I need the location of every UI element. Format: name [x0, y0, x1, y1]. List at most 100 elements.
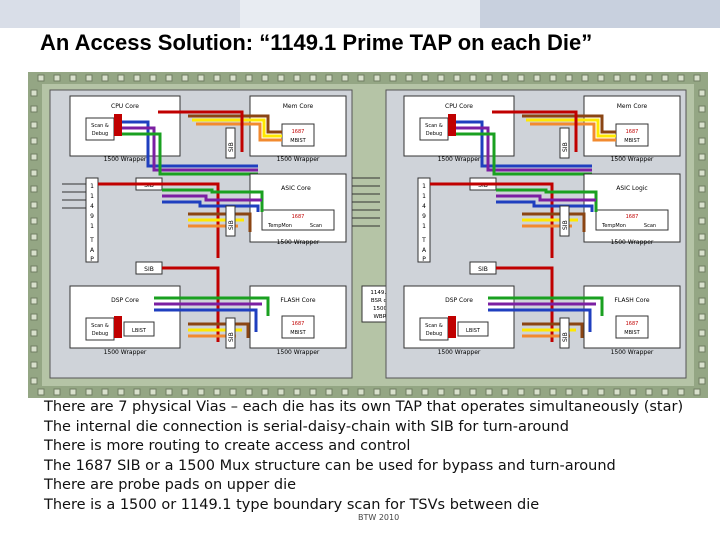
bullet-5: There are probe pads on upper die: [44, 477, 297, 493]
board-pad-75: [629, 388, 637, 396]
left-dsp-core-label: DSP Core: [111, 297, 139, 304]
right-mem-1687: 1687: [626, 129, 639, 135]
board-pad-85: [698, 89, 706, 97]
right-tap-column: 1 1 4 9 1 T A P: [417, 177, 431, 263]
right-dsp-wrapper: 1500 Wrapper: [438, 349, 481, 356]
board-pad-115: [698, 329, 706, 337]
left-asic-wrapper: 1500 Wrapper: [277, 239, 320, 246]
board-pad-8: [101, 74, 109, 82]
bypass-line-4: WBR: [373, 314, 386, 320]
left-cpu-scan-label: Scan &: [91, 123, 109, 129]
left-mid-vsib: [225, 205, 236, 237]
board-pad-76: [645, 74, 653, 82]
left-tap-3: 4: [90, 203, 94, 210]
right-tap-4: 9: [422, 213, 426, 220]
board-pad-2: [53, 74, 61, 82]
board-pad-89: [698, 121, 706, 129]
right-low-sib-label: SIB: [478, 266, 488, 273]
left-dsp-wrapper: 1500 Wrapper: [104, 349, 147, 356]
left-flash-core: FLASH Core 1687 MBIST 1500 Wrapper: [249, 285, 347, 356]
board-pad-49: [421, 388, 429, 396]
right-dsp-debug-label: Debug: [426, 331, 442, 337]
board-pad-116: [30, 345, 38, 353]
title-bar-right: [480, 0, 720, 28]
board-pad-120: [30, 377, 38, 385]
board-pad-44: [389, 74, 397, 82]
left-mid-vsib-label: SIB: [228, 220, 235, 230]
board-pad-18: [181, 74, 189, 82]
right-top-sib: [559, 127, 570, 159]
board-pad-92: [30, 153, 38, 161]
board-pad-113: [698, 313, 706, 321]
board-pad-57: [485, 388, 493, 396]
right-dsp-core: DSP Core Scan & Debug LBIST 1500 Wrapper: [403, 285, 515, 356]
board-pad-77: [645, 388, 653, 396]
board-pad-87: [698, 105, 706, 113]
board-pad-25: [229, 388, 237, 396]
board-pad-10: [117, 74, 125, 82]
board-pad-32: [293, 74, 301, 82]
right-dsp-lbist: LBIST: [466, 328, 481, 334]
board-pad-72: [613, 74, 621, 82]
board-pad-100: [30, 217, 38, 225]
board-pad-101: [698, 217, 706, 225]
right-flash-wrapper: 1500 Wrapper: [611, 349, 654, 356]
left-flash-mbist: MBIST: [290, 330, 306, 336]
board-pad-43: [373, 388, 381, 396]
bypass-line-2: BSR or: [371, 298, 390, 304]
board-pad-20: [197, 74, 205, 82]
left-tap-5: 1: [90, 223, 94, 230]
board-pad-78: [661, 74, 669, 82]
board-pad-11: [117, 388, 125, 396]
board-pad-82: [693, 74, 701, 82]
board-pad-66: [565, 74, 573, 82]
board-pad-26: [245, 74, 253, 82]
board-pad-81: [677, 388, 685, 396]
left-dsp-lbist: LBIST: [132, 328, 147, 334]
board-pad-47: [405, 388, 413, 396]
board-pad-15: [149, 388, 157, 396]
right-tap-a: A: [422, 247, 427, 254]
board-pad-3: [53, 388, 61, 396]
left-mem-wrapper: 1500 Wrapper: [277, 156, 320, 163]
right-tap-1: 1: [422, 183, 426, 190]
board-pad-112: [30, 313, 38, 321]
footer-text: BTW 2010: [358, 513, 400, 522]
board-pad-83: [693, 388, 701, 396]
left-mem-core-label: Mem Core: [283, 103, 314, 110]
right-top-wires: [456, 110, 616, 176]
right-mid-vsib: [559, 205, 570, 237]
bullet-6: There is a 1500 or 1149.1 type boundary …: [44, 496, 540, 513]
right-tap-t: T: [421, 237, 426, 244]
bullet-2: The internal die connection is serial-da…: [44, 418, 569, 435]
board-pad-52: [453, 74, 461, 82]
board-pad-104: [30, 249, 38, 257]
board-pad-9: [101, 388, 109, 396]
left-asic-core-label: ASIC Core: [281, 185, 311, 192]
right-tap-5: 1: [422, 223, 426, 230]
board-pad-13: [133, 388, 141, 396]
board-pad-22: [213, 74, 221, 82]
right-asic-1687: 1687: [626, 214, 639, 220]
board-pad-70: [597, 74, 605, 82]
board-pad-51: [437, 388, 445, 396]
left-tap-column: 1 1 4 9 1 T A P: [62, 177, 99, 263]
left-asic-scan: Scan: [310, 223, 322, 229]
board-pad-60: [517, 74, 525, 82]
right-mem-wrapper: 1500 Wrapper: [611, 156, 654, 163]
board-pad-91: [698, 137, 706, 145]
board-pad-19: [181, 388, 189, 396]
left-flash-wrapper: 1500 Wrapper: [277, 349, 320, 356]
right-dsp-core-label: DSP Core: [445, 297, 473, 304]
board-pad-63: [533, 388, 541, 396]
right-cpu-debug-label: Debug: [426, 131, 442, 137]
board-pad-94: [30, 169, 38, 177]
board-pad-69: [581, 388, 589, 396]
board-pad-64: [549, 74, 557, 82]
right-cpu-wrapper: 1500 Wrapper: [438, 156, 481, 163]
right-dsp-sib: [448, 316, 456, 338]
board-pad-88: [30, 121, 38, 129]
board-pad-14: [149, 74, 157, 82]
die-stack-diagram: CPU Core Scan & Debug 1500 Wrapper Mem C…: [28, 72, 708, 398]
left-mid-wires: [98, 182, 264, 258]
